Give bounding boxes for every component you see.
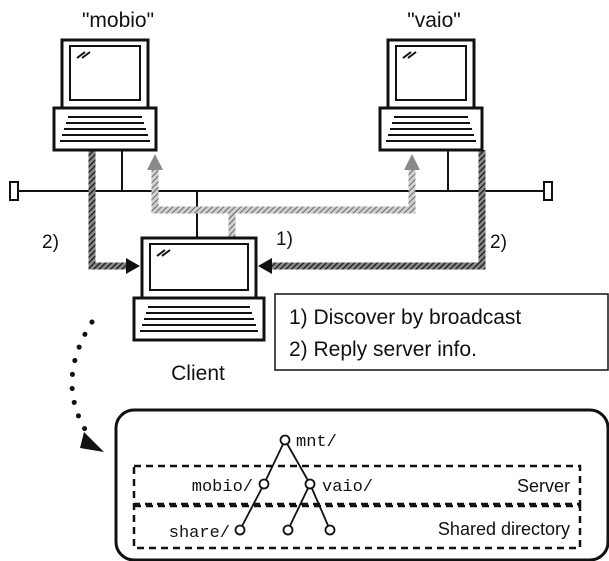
host-label-vaio: "vaio" [407, 9, 460, 32]
host-label-client: Client [171, 362, 225, 385]
reply-arrowhead-left [126, 258, 140, 274]
tree-node-mobio [258, 478, 270, 490]
tree-node-mnt [279, 434, 291, 446]
step-marker-reply-right: 2) [490, 232, 507, 253]
step-marker-reply-left: 2) [42, 232, 59, 253]
tree-node-vaio [304, 478, 316, 490]
host-label-mobio: "mobio" [82, 9, 154, 32]
laptop-vaio [378, 38, 484, 152]
laptop-client [132, 236, 266, 342]
broadcast-arrowhead-right [404, 154, 420, 170]
reply-paths [88, 150, 486, 274]
broadcast-path [147, 154, 420, 238]
reply-arrowhead-right [258, 258, 272, 274]
legend-box: 1) Discover by broadcast 2) Reply server… [274, 293, 609, 371]
directory-tree-panel: mnt/ mobio/ vaio/ share/ Server Shared d… [114, 408, 609, 561]
bus-terminator-right [543, 181, 553, 201]
laptop-mobio [52, 38, 158, 152]
step-marker-discover: 1) [276, 229, 293, 250]
tree-label-mobio: mobio/ [192, 478, 253, 497]
tree-node-share-3 [324, 524, 336, 536]
tree-label-share: share/ [169, 524, 230, 543]
mount-dotted-arrow [69, 319, 104, 452]
broadcast-arrowhead-left [147, 154, 163, 170]
lan-bus [9, 150, 553, 238]
tree-label-vaio: vaio/ [322, 478, 373, 497]
shared-group-label: Shared directory [438, 519, 570, 539]
bus-terminator-left [9, 181, 19, 201]
mount-arrowhead [80, 432, 104, 452]
tree-node-share-1 [234, 524, 246, 536]
server-group-box [132, 464, 582, 506]
legend-line-2: 2) Reply server info. [289, 338, 477, 361]
shared-group-box [132, 504, 582, 550]
tree-node-share-2 [282, 524, 294, 536]
tree-label-mnt: mnt/ [296, 433, 337, 452]
legend-line-1: 1) Discover by broadcast [289, 306, 521, 329]
server-group-label: Server [517, 476, 570, 496]
